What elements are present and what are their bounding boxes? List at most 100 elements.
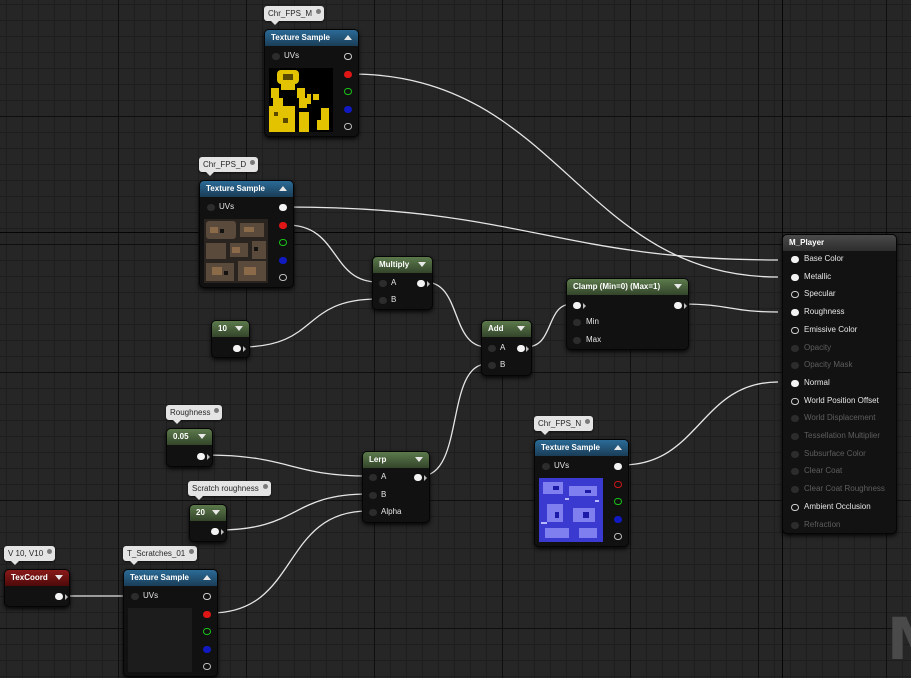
node-header[interactable]: M_Player [783, 235, 896, 251]
uvs-input-pin[interactable] [207, 204, 215, 211]
node-header[interactable]: 0.05 [167, 429, 212, 445]
node-header[interactable]: Clamp (Min=0) (Max=1) [567, 279, 688, 295]
uvs-input-pin[interactable] [542, 463, 550, 470]
blue-output-pin[interactable] [279, 257, 287, 264]
node-header[interactable]: TexCoord [5, 570, 69, 586]
rgb-output-pin[interactable] [279, 204, 287, 211]
alpha-output-pin[interactable] [344, 123, 352, 130]
blue-output-pin[interactable] [344, 106, 352, 113]
collapse-caret-icon[interactable] [344, 35, 352, 40]
output-pin[interactable] [417, 280, 425, 287]
material-input-pin[interactable] [791, 344, 799, 352]
node-header[interactable]: Texture Sample [265, 30, 358, 46]
constant-10-node[interactable]: 10 [211, 320, 250, 358]
material-input-pin[interactable] [791, 415, 799, 423]
uvs-input-pin[interactable] [131, 593, 139, 600]
add-node[interactable]: Add A B [481, 320, 532, 376]
material-input-pin[interactable] [791, 397, 799, 405]
max-input-pin[interactable] [573, 337, 581, 344]
output-pin[interactable] [517, 345, 525, 352]
alpha-output-pin[interactable] [279, 274, 287, 281]
rgb-output-pin[interactable] [614, 463, 622, 470]
output-pin[interactable] [674, 302, 682, 309]
uvs-input-pin[interactable] [272, 53, 280, 60]
comment-chr-fps-m[interactable]: Chr_FPS_M [264, 6, 325, 25]
output-pin[interactable] [197, 453, 205, 460]
texture-sample-scratches-node[interactable]: Texture Sample UVs [123, 569, 218, 677]
output-pin[interactable] [414, 474, 422, 481]
input-b-pin[interactable] [488, 362, 496, 369]
output-pin[interactable] [233, 345, 241, 352]
node-header[interactable]: Texture Sample [535, 440, 628, 456]
dropdown-caret-icon[interactable] [674, 284, 682, 289]
multiply-node[interactable]: Multiply A B [372, 256, 433, 310]
material-input-pin[interactable] [791, 256, 799, 263]
dropdown-caret-icon[interactable] [235, 326, 243, 331]
input-b-pin[interactable] [379, 297, 387, 304]
input-a-pin[interactable] [488, 345, 496, 352]
texture-sample-d-node[interactable]: Texture Sample UVs [199, 180, 294, 288]
red-output-pin[interactable] [203, 611, 211, 618]
texture-sample-n-node[interactable]: Texture Sample UVs [534, 439, 629, 547]
dropdown-caret-icon[interactable] [198, 434, 206, 439]
dropdown-caret-icon[interactable] [55, 575, 63, 580]
input-a-pin[interactable] [379, 280, 387, 287]
red-output-pin[interactable] [344, 71, 352, 78]
green-output-pin[interactable] [279, 239, 287, 246]
material-input-pin[interactable] [791, 309, 799, 317]
green-output-pin[interactable] [203, 628, 211, 635]
node-header[interactable]: 10 [212, 321, 249, 337]
collapse-caret-icon[interactable] [614, 445, 622, 450]
comment-chr-fps-d[interactable]: Chr_FPS_D [199, 157, 259, 176]
lerp-node[interactable]: Lerp A B Alpha [362, 451, 430, 523]
texcoord-node[interactable]: TexCoord [4, 569, 70, 607]
min-input-pin[interactable] [573, 319, 581, 326]
green-output-pin[interactable] [614, 498, 622, 505]
material-input-pin[interactable] [791, 273, 799, 281]
node-header[interactable]: Lerp [363, 452, 429, 468]
material-input-pin[interactable] [791, 379, 799, 387]
output-pin[interactable] [211, 528, 219, 535]
material-input-pin[interactable] [791, 468, 799, 476]
constant-005-node[interactable]: 0.05 [166, 428, 213, 467]
comment-scratch-roughness[interactable]: Scratch roughness [188, 481, 271, 500]
collapse-caret-icon[interactable] [279, 186, 287, 191]
rgb-output-pin[interactable] [203, 593, 211, 600]
input-b-pin[interactable] [369, 492, 377, 499]
node-header[interactable]: Multiply [373, 257, 432, 273]
dropdown-caret-icon[interactable] [415, 457, 423, 462]
material-input-pin[interactable] [791, 450, 799, 458]
dropdown-caret-icon[interactable] [418, 262, 426, 267]
node-header[interactable]: Add [482, 321, 531, 337]
blue-output-pin[interactable] [203, 646, 211, 653]
node-header[interactable]: Texture Sample [124, 570, 217, 586]
red-output-pin[interactable] [279, 222, 287, 229]
material-input-pin[interactable] [791, 503, 799, 511]
material-input-pin[interactable] [791, 521, 799, 529]
comment-chr-fps-n[interactable]: Chr_FPS_N [534, 416, 594, 435]
comment-roughness[interactable]: Roughness [166, 405, 223, 424]
clamp-node[interactable]: Clamp (Min=0) (Max=1) Min Max [566, 278, 689, 350]
collapse-caret-icon[interactable] [203, 575, 211, 580]
material-input-pin[interactable] [791, 362, 799, 370]
constant-20-node[interactable]: 20 [189, 504, 227, 542]
green-output-pin[interactable] [344, 88, 352, 95]
material-input-pin[interactable] [791, 486, 799, 494]
comment-v10[interactable]: V 10, V10 [4, 546, 56, 565]
red-output-pin[interactable] [614, 481, 622, 488]
node-header[interactable]: Texture Sample [200, 181, 293, 197]
blue-output-pin[interactable] [614, 516, 622, 523]
input-pin[interactable] [573, 302, 581, 309]
material-input-pin[interactable] [791, 291, 799, 299]
alpha-output-pin[interactable] [614, 533, 622, 540]
material-input-pin[interactable] [791, 433, 799, 440]
alpha-input-pin[interactable] [369, 509, 377, 516]
alpha-output-pin[interactable] [203, 663, 211, 670]
input-a-pin[interactable] [369, 474, 377, 481]
texture-sample-m-node[interactable]: Texture Sample UVs [264, 29, 359, 137]
comment-t-scratches[interactable]: T_Scratches_01 [123, 546, 198, 565]
output-pin[interactable] [55, 593, 63, 600]
dropdown-caret-icon[interactable] [212, 510, 220, 515]
node-header[interactable]: 20 [190, 505, 226, 521]
